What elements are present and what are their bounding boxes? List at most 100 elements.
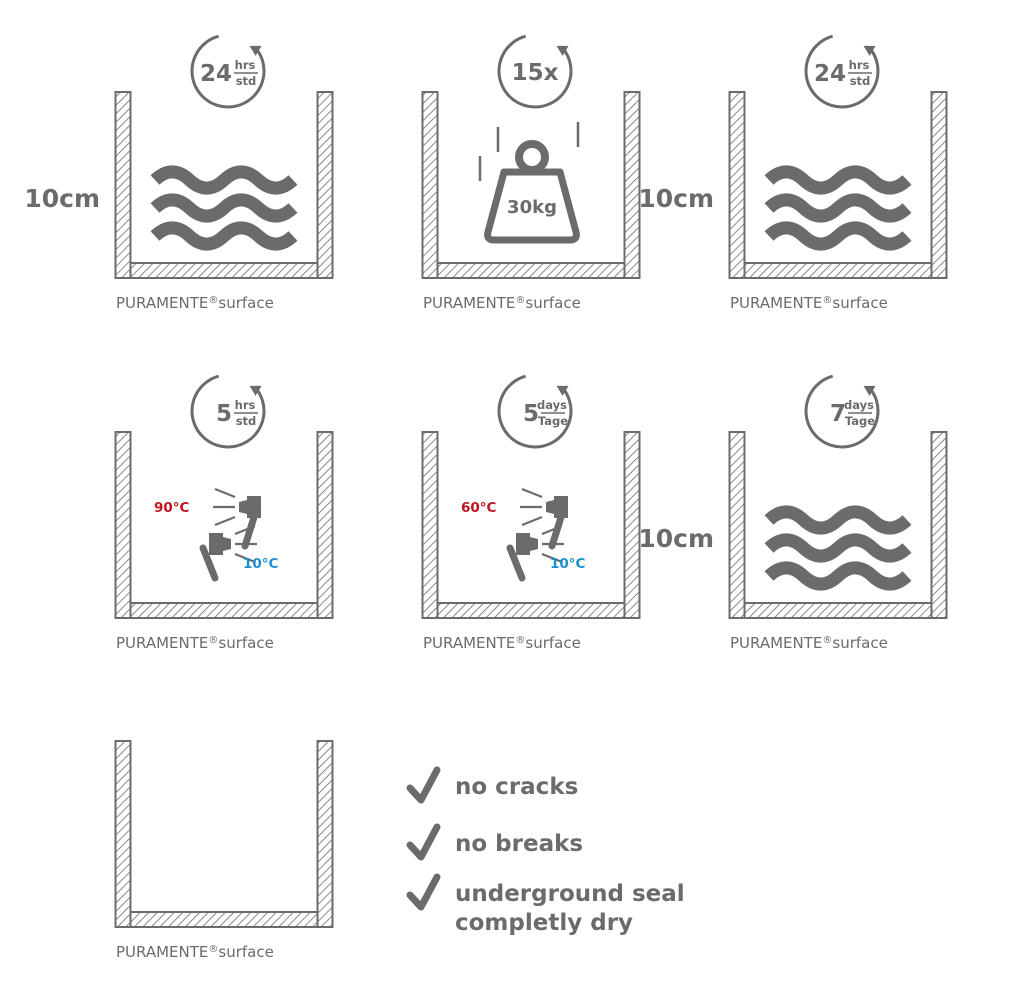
surface-caption: PURAMENTE®surface: [116, 943, 274, 961]
hot-temperature: 60°C: [461, 500, 497, 516]
hot-temperature: 90°C: [154, 500, 190, 516]
surface-caption: PURAMENTE®surface: [116, 294, 274, 312]
container-wall-left: [114, 740, 132, 928]
badge-unit-bottom: Tage: [845, 414, 875, 428]
badge-number: 7: [830, 401, 846, 427]
registered-mark: ®: [822, 635, 832, 646]
weight-icon: 30kg: [478, 122, 580, 244]
cold-temperature: 10°C: [243, 556, 279, 572]
badge-number: 24: [814, 61, 846, 87]
result-text-line2: completly dry: [455, 910, 633, 936]
cold-temperature: 10°C: [550, 556, 586, 572]
weight-label: 30kg: [507, 197, 557, 218]
surface-caption: PURAMENTE®surface: [116, 634, 274, 652]
water-waves-icon: [150, 165, 298, 251]
badge-number: 5: [216, 401, 232, 427]
container-wall-right: [316, 740, 334, 928]
badge-number: 5: [523, 401, 539, 427]
registered-mark: ®: [208, 944, 218, 955]
duration-badge: 15x: [497, 34, 573, 109]
arrow-head-icon: [556, 45, 569, 56]
result-item: no cracks: [406, 766, 578, 804]
result-text: no cracks: [455, 774, 578, 800]
surface-caption: PURAMENTE®surface: [423, 634, 581, 652]
checkmark-icon: [406, 873, 441, 911]
result-item: no breaks: [406, 823, 583, 861]
water-waves-icon: [764, 505, 912, 591]
registered-mark: ®: [208, 295, 218, 306]
water-waves-icon: [764, 165, 912, 251]
badge-unit-top: days: [844, 398, 874, 412]
container-wall-left: [421, 431, 439, 619]
container-wall-left: [114, 431, 132, 619]
arrow-head-icon: [863, 45, 876, 56]
badge-unit-bottom: std: [236, 74, 257, 88]
container-floor: [743, 602, 933, 619]
badge-unit-top: hrs: [235, 398, 256, 412]
height-dimension: 10cm: [638, 184, 714, 213]
test-panel-7: PURAMENTE®surface: [114, 740, 334, 961]
cycle-arrow-icon: [804, 34, 880, 109]
container-floor: [436, 602, 626, 619]
container-floor: [129, 911, 319, 928]
height-dimension: 10cm: [638, 524, 714, 553]
height-dimension: 10cm: [24, 184, 100, 213]
surface-caption: PURAMENTE®surface: [730, 294, 888, 312]
arrow-head-icon: [556, 385, 569, 396]
container-wall-right: [316, 91, 334, 279]
badge-number: 15x: [512, 60, 559, 86]
result-item: underground seal completly dry: [406, 873, 685, 936]
surface-caption: PURAMENTE®surface: [730, 634, 888, 652]
container-wall-left: [114, 91, 132, 279]
arrow-head-icon: [249, 45, 262, 56]
registered-mark: ®: [515, 635, 525, 646]
container-floor: [129, 602, 319, 619]
results-list: no cracks no breaks underground seal comple…: [406, 766, 685, 936]
container-wall-left: [728, 431, 746, 619]
cycle-arrow-icon: [497, 34, 573, 109]
registered-mark: ®: [515, 295, 525, 306]
cycle-arrow-icon: [804, 374, 880, 449]
container-floor: [129, 262, 319, 279]
container-wall-right: [930, 91, 948, 279]
surface-caption: PURAMENTE®surface: [423, 294, 581, 312]
container-floor: [743, 262, 933, 279]
result-text: no breaks: [455, 831, 583, 857]
container-wall-right: [623, 431, 641, 619]
container-wall-right: [623, 91, 641, 279]
container-floor: [436, 262, 626, 279]
container-wall-left: [421, 91, 439, 279]
badge-unit-bottom: std: [236, 414, 257, 428]
badge-number: 24: [200, 61, 232, 87]
checkmark-icon: [406, 766, 441, 804]
badge-unit-top: hrs: [849, 58, 870, 72]
registered-mark: ®: [208, 635, 218, 646]
badge-unit-top: days: [537, 398, 567, 412]
spray-icon: 60°C 10°C: [461, 487, 586, 582]
cycle-arrow-icon: [497, 374, 573, 449]
badge-unit-bottom: std: [850, 74, 871, 88]
container-wall-left: [728, 91, 746, 279]
container-wall-right: [930, 431, 948, 619]
arrow-head-icon: [863, 385, 876, 396]
result-text: underground seal: [455, 881, 685, 907]
registered-mark: ®: [822, 295, 832, 306]
checkmark-icon: [406, 823, 441, 861]
badge-unit-top: hrs: [235, 58, 256, 72]
arrow-head-icon: [249, 385, 262, 396]
container-wall-right: [316, 431, 334, 619]
cycle-arrow-icon: [190, 374, 266, 449]
badge-unit-bottom: Tage: [538, 414, 568, 428]
